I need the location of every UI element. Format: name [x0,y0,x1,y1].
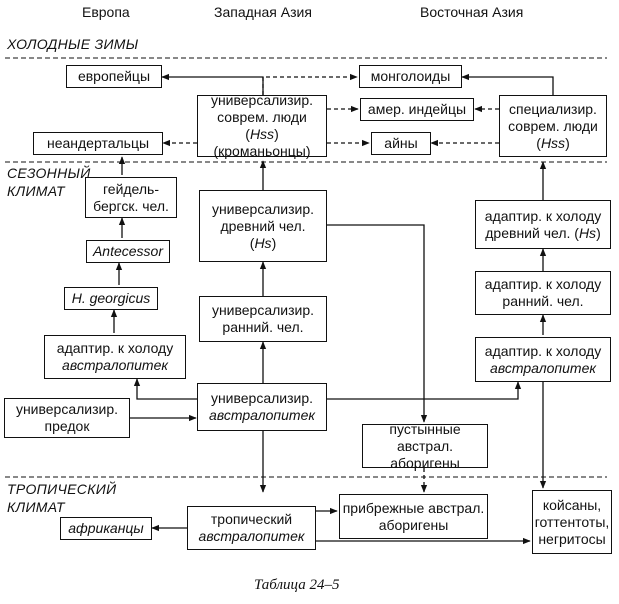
cold-ancient-line-1: адаптир. к холоду [484,207,602,224]
universal-austral-line-2: австралопитек [209,407,315,423]
universal-modern-line-2: соврем. люди (Hss) [200,109,324,143]
cold-austral-eu-line-1: адаптир. к холоду [56,340,174,356]
box-universal-austral: универсализир. австралопитек [197,383,327,431]
box-ainu: айны [371,132,431,155]
table-caption: Таблица 24–5 [254,577,340,593]
box-universal-early: универсализир. ранний. чел. [199,296,327,342]
tropical-austral-line-2: австралопитек [198,528,305,544]
special-modern-line-3: (Hss) [536,135,569,152]
universal-ancient-line-3: (Hs) [250,235,276,252]
universal-modern-text: соврем. люди ( [217,109,307,142]
arrow-austral-to-cold-austral-ea [327,381,522,400]
cold-ancient-text: древний чел. ( [485,224,579,241]
column-east-asia: Восточная Азия [420,4,524,20]
box-desert-aborigines: пустынные австрал. аборигены [362,421,488,471]
arrow-dashed-to-mongoloids [262,73,358,95]
universal-austral-line-1: универсализир. [210,390,314,406]
box-heidelberg: гейдель- бергск. чел. [85,177,177,218]
box-antecessor: Antecessor [86,240,170,263]
box-europeans: европейцы [66,65,162,88]
universal-modern-taxon: Hss [249,126,275,142]
tropical-austral-line-1: тропический [210,511,293,527]
special-modern-close: ) [565,134,570,151]
universal-modern-line-3: (кроманьонцы) [213,143,311,159]
universal-ancient-taxon: Hs [254,234,272,251]
universal-modern-close: ) [274,126,279,142]
box-mongoloids: монголоиды [359,65,462,88]
box-amerindians: амер. индейцы [360,98,474,121]
box-coastal-aborigines: прибрежные австрал. аборигены [339,494,488,539]
special-modern-taxon: Hss [540,134,566,151]
box-cold-austral-ea: адаптир. к холоду австралопитек [475,337,611,382]
box-cold-early: адаптир. к холоду ранний. чел. [475,271,611,315]
cold-austral-ea-line-2: австралопитек [490,359,596,376]
arrow-austral-to-cold-austral-eu [133,378,197,400]
universal-modern-line-1: универсализир. [210,92,314,108]
box-cold-ancient: адаптир. к холоду древний чел. (Hs) [475,200,611,249]
box-neanderthals: неандертальцы [33,132,163,155]
zone-label-cold: ХОЛОДНЫЕ ЗИМЫ [7,36,139,52]
box-africans: африканцы [60,517,152,540]
box-universal-ancient: универсализир. древний чел. (Hs) [199,190,327,262]
zone-label-tropical: ТРОПИЧЕСКИЙ КЛИМАТ [7,481,117,515]
cold-austral-ea-line-1: адаптир. к холоду [484,342,602,359]
column-europe: Европа [82,4,130,20]
arrow-special-modern-to-mongoloids [461,73,554,95]
box-georgicus: H. georgicus [64,287,158,310]
cold-austral-eu-line-2: австралопитек [62,357,168,373]
box-universal-modern: универсализир. соврем. люди (Hss) (крома… [197,92,327,159]
zone-label-seasonal: СЕЗОННЫЙ КЛИМАТ [7,165,91,199]
special-modern-line-2: соврем. люди [508,117,598,134]
special-modern-line-1: специализир. [509,100,597,117]
column-west-asia: Западная Азия [214,4,312,20]
box-khoisan: койсаны, готтентоты, негритосы [532,490,612,554]
box-universal-ancestor: универсализир. предок [4,398,130,438]
arrow-ancient-to-desert-aborigines [327,224,428,423]
cold-ancient-taxon: Hs [578,224,597,241]
box-cold-austral-eu: адаптир. к холоду австралопитек [44,335,186,379]
universal-ancient-open: ( [249,234,255,251]
universal-ancient-line-1: универсализир. [211,200,315,217]
universal-ancient-close: ) [271,234,277,251]
special-modern-open: ( [536,134,541,151]
box-tropical-austral: тропический австралопитек [187,506,316,550]
box-special-modern: специализир. соврем. люди (Hss) [499,95,607,157]
cold-ancient-line-2: древний чел. (Hs) [485,225,600,242]
cold-ancient-close: ) [596,224,601,241]
universal-ancient-line-2: древний чел. [220,217,306,234]
